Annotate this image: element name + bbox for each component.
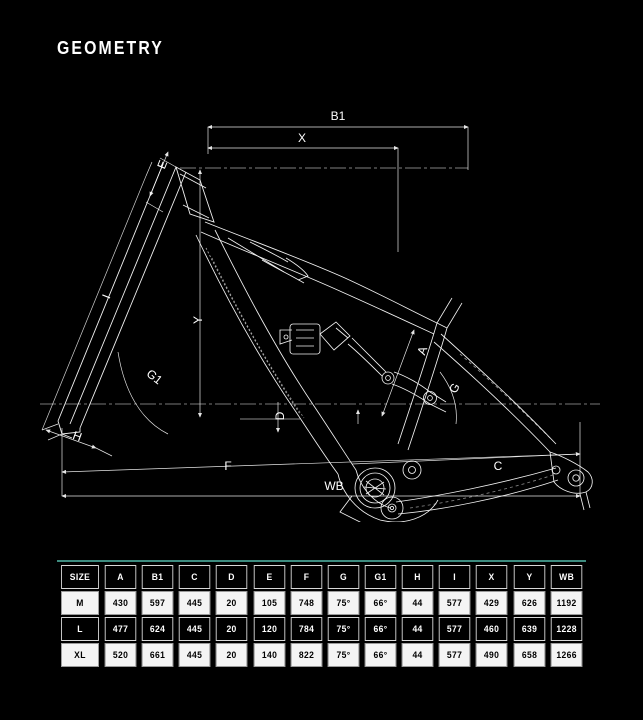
label-X: X bbox=[298, 131, 306, 145]
table-cell: 44 bbox=[401, 643, 434, 667]
dimension-X bbox=[207, 145, 399, 252]
table-cell: 577 bbox=[439, 643, 471, 667]
rocker-link bbox=[391, 371, 447, 413]
dimension-G1 bbox=[117, 351, 169, 435]
table-cell: 66° bbox=[364, 617, 397, 641]
label-G1: G1 bbox=[144, 366, 165, 387]
dimension-F bbox=[61, 428, 581, 496]
table-accent-line bbox=[57, 560, 586, 562]
dimension-C bbox=[351, 422, 581, 496]
table-header-a: A bbox=[104, 565, 137, 589]
rear-dropout bbox=[549, 451, 593, 511]
table-header-size: SIZE bbox=[61, 565, 99, 589]
label-E: E bbox=[154, 158, 170, 171]
bike-geometry-drawing: B1 X E I Y G1 H D A G F C WB bbox=[40, 109, 600, 522]
table-header-g: G bbox=[327, 565, 360, 589]
table-header-x: X bbox=[476, 565, 508, 589]
table-header-d: D bbox=[216, 565, 248, 589]
table-cell: 477 bbox=[104, 617, 137, 641]
table-cell: 20 bbox=[216, 617, 248, 641]
table-cell: 577 bbox=[439, 591, 471, 615]
table-cell: 430 bbox=[104, 591, 137, 615]
table-cell: 140 bbox=[253, 643, 285, 667]
label-C: C bbox=[494, 459, 503, 473]
table-header-i: I bbox=[439, 565, 471, 589]
table-cell: 490 bbox=[476, 643, 508, 667]
table-cell: 429 bbox=[476, 591, 508, 615]
table-cell: 20 bbox=[216, 591, 248, 615]
table-cell: 75° bbox=[327, 643, 360, 667]
main-frame bbox=[195, 221, 438, 475]
table-cell: 658 bbox=[513, 643, 545, 667]
table-cell: 120 bbox=[253, 617, 285, 641]
rear-shock bbox=[279, 321, 395, 385]
table-header-wb: WB bbox=[550, 565, 583, 589]
dimension-I bbox=[41, 161, 153, 431]
table-cell: 75° bbox=[327, 591, 360, 615]
table-header-b1: B1 bbox=[141, 565, 174, 589]
label-A: A bbox=[414, 344, 430, 356]
table-cell: 460 bbox=[476, 617, 508, 641]
table-cell: 44 bbox=[401, 591, 434, 615]
table-cell: 1228 bbox=[550, 617, 583, 641]
table-header-y: Y bbox=[513, 565, 545, 589]
label-H: H bbox=[71, 428, 84, 444]
table-cell: 1192 bbox=[550, 591, 583, 615]
table-cell: 639 bbox=[513, 617, 545, 641]
table-header-g1: G1 bbox=[364, 565, 397, 589]
dimension-B1 bbox=[207, 124, 469, 170]
dimension-A bbox=[381, 329, 415, 417]
table-cell: 44 bbox=[401, 617, 434, 641]
label-B1: B1 bbox=[331, 109, 346, 123]
fork-assembly bbox=[57, 163, 215, 439]
table-header-c: C bbox=[179, 565, 211, 589]
table-cell: 577 bbox=[439, 617, 471, 641]
label-F: F bbox=[224, 459, 231, 473]
table-cell: 66° bbox=[364, 643, 397, 667]
bottom-bracket-motor bbox=[337, 460, 439, 522]
table-cell-size: L bbox=[61, 617, 99, 641]
table-cell: 661 bbox=[141, 643, 174, 667]
table-cell: 1266 bbox=[550, 643, 583, 667]
table-cell: 445 bbox=[179, 643, 211, 667]
table-cell: 105 bbox=[253, 591, 285, 615]
table-cell: 624 bbox=[141, 617, 174, 641]
seat-tube-assembly bbox=[397, 322, 557, 453]
table-cell: 597 bbox=[141, 591, 174, 615]
table-cell-size: XL bbox=[61, 643, 99, 667]
table-cell: 75° bbox=[327, 617, 360, 641]
table-cell: 784 bbox=[290, 617, 323, 641]
table-header-f: F bbox=[290, 565, 323, 589]
label-I: I bbox=[99, 292, 113, 300]
table-cell: 445 bbox=[179, 617, 211, 641]
dimension-E bbox=[145, 151, 177, 213]
table-cell: 520 bbox=[104, 643, 137, 667]
dimension-G bbox=[439, 371, 457, 425]
table-header-e: E bbox=[253, 565, 285, 589]
table-cell: 66° bbox=[364, 591, 397, 615]
label-Y: Y bbox=[191, 316, 205, 324]
table-cell: 20 bbox=[216, 643, 248, 667]
table-cell: 445 bbox=[179, 591, 211, 615]
dimension-D bbox=[240, 402, 361, 433]
label-WB: WB bbox=[324, 479, 343, 493]
table-cell: 626 bbox=[513, 591, 545, 615]
chainstay bbox=[395, 467, 559, 515]
table-header-h: H bbox=[401, 565, 434, 589]
label-D: D bbox=[273, 411, 287, 420]
table-cell-size: M bbox=[61, 591, 99, 615]
table-cell: 748 bbox=[290, 591, 323, 615]
seat-post bbox=[436, 297, 463, 329]
page-title: GEOMETRY bbox=[57, 38, 164, 58]
table-cell: 822 bbox=[290, 643, 323, 667]
label-G: G bbox=[446, 381, 463, 396]
